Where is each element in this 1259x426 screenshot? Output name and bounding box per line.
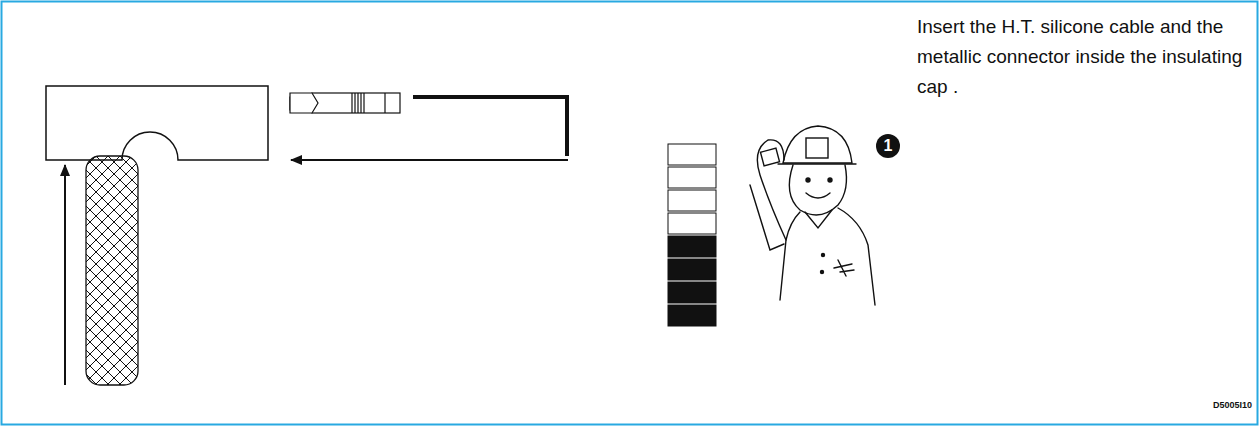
- up-arrow: [64, 165, 66, 385]
- callout-number: 1: [876, 134, 900, 158]
- instruction-note: Insert the H.T. silicone cable and the m…: [917, 12, 1247, 102]
- skill-bar: [668, 144, 716, 326]
- callout-disc: [876, 134, 900, 158]
- drawing-code: D5005I10: [1160, 399, 1252, 411]
- ht-cable: [413, 97, 567, 156]
- insulating-cap: [46, 86, 268, 160]
- worker-figure: [750, 126, 875, 305]
- metallic-connector: [290, 93, 400, 113]
- insert-arrow: [291, 159, 568, 161]
- knurled-sleeve: [86, 156, 138, 385]
